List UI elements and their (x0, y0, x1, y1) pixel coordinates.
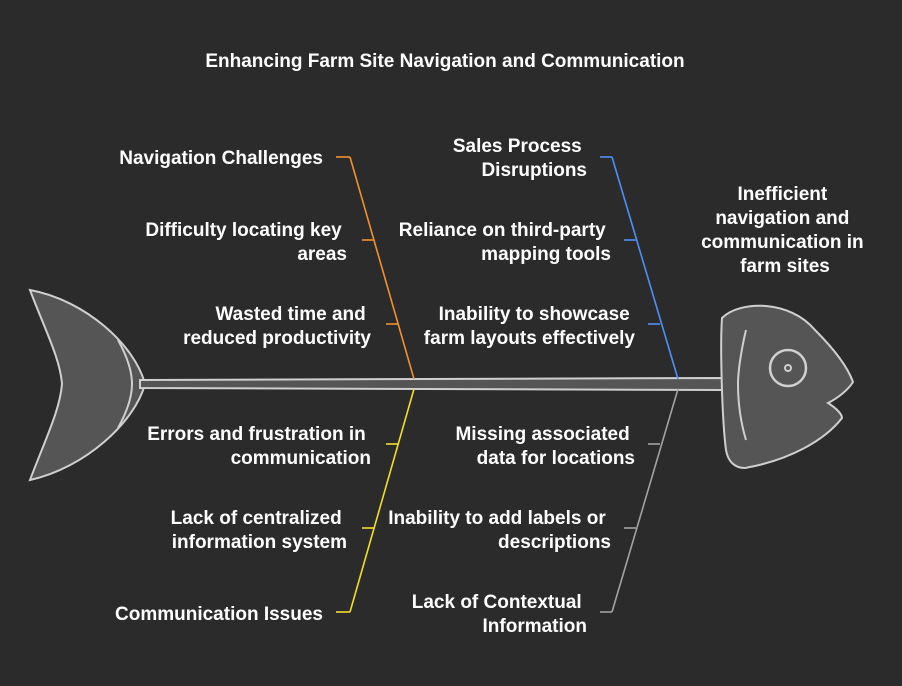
fish-tail-icon (28, 288, 147, 482)
fish-eye-icon (768, 348, 808, 388)
category-label-contextual: Lack of Contextual Information (412, 592, 587, 637)
cause-line: Lack of centralized (171, 508, 342, 529)
cause-line: information system (172, 532, 347, 553)
bone-navigation (336, 156, 415, 380)
category-line: Disruptions (481, 160, 587, 181)
effect-line: Inefficient (737, 184, 827, 205)
fish-pupil (784, 364, 792, 372)
cause-line: descriptions (498, 532, 611, 553)
cause-contextual-1: Missing associated data for locations (455, 424, 635, 469)
cause-line: data for locations (477, 448, 635, 469)
cause-line: Errors and frustration in (147, 424, 366, 445)
cause-contextual-2: Inability to add labels or descriptions (388, 508, 611, 553)
bone-communication (336, 388, 415, 613)
cause-communication-2: Lack of centralized information system (171, 508, 347, 553)
cause-line: Inability to add labels or (388, 508, 606, 529)
cause-line: Reliance on third-party (399, 220, 606, 241)
fish-gill-curve (736, 329, 747, 441)
cause-navigation-1: Difficulty locating key areas (145, 220, 347, 265)
bone-contextual (600, 388, 679, 613)
cause-line: farm layouts effectively (424, 328, 636, 349)
effect-line: navigation and (715, 208, 849, 229)
cause-line: reduced productivity (183, 328, 371, 349)
category-label-communication: Communication Issues (115, 604, 323, 625)
effect-label: Inefficient navigation and communication… (701, 184, 869, 277)
category-line: Lack of Contextual (412, 592, 582, 613)
cause-line: areas (297, 244, 347, 265)
category-line: Information (483, 616, 588, 637)
effect-line: communication in (701, 232, 864, 253)
cause-line: mapping tools (481, 244, 611, 265)
category-label-sales: Sales Process Disruptions (453, 136, 587, 181)
cause-line: Difficulty locating key (145, 220, 342, 241)
cause-line: Inability to showcase (439, 304, 630, 325)
fish-tail-curve (117, 339, 134, 429)
cause-sales-2: Inability to showcase farm layouts effec… (424, 304, 636, 349)
bone-sales (600, 156, 679, 380)
page-title: Enhancing Farm Site Navigation and Commu… (205, 51, 684, 72)
cause-sales-1: Reliance on third-party mapping tools (399, 220, 611, 265)
cause-line: Missing associated (455, 424, 629, 445)
effect-line: farm sites (740, 256, 830, 277)
category-line: Sales Process (453, 136, 582, 157)
category-label-navigation: Navigation Challenges (119, 148, 323, 169)
cause-navigation-2: Wasted time and reduced productivity (183, 304, 371, 349)
cause-line: Wasted time and (215, 304, 365, 325)
cause-communication-1: Errors and frustration in communication (147, 424, 371, 469)
cause-line: communication (231, 448, 371, 469)
fish-spine (139, 376, 723, 392)
